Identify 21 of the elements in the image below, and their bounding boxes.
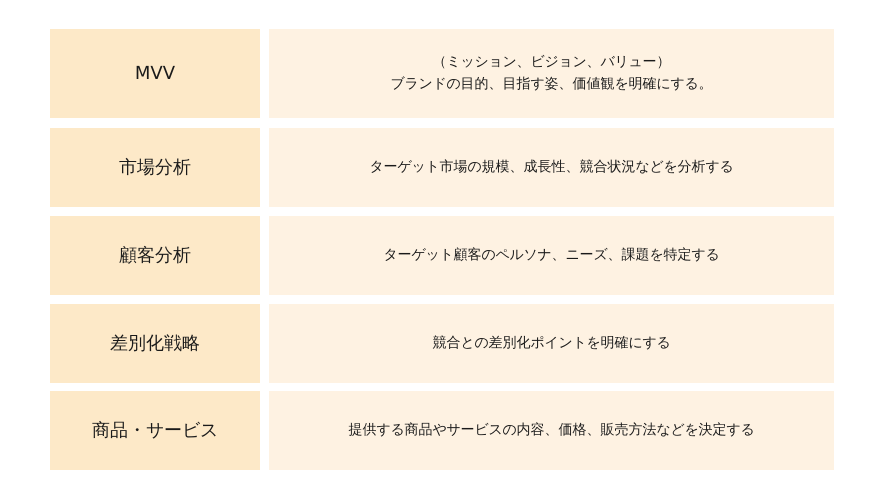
category-label: 顧客分析 [119, 244, 191, 268]
description-text: ターゲット顧客のペルソナ、ニーズ、課題を特定する [384, 246, 720, 265]
description-box [269, 216, 834, 295]
category-label: 商品・サービス [92, 418, 218, 443]
description-text: （ミッション、ビジョン、バリュー） [432, 52, 670, 72]
description-box [269, 304, 834, 383]
category-box [50, 216, 260, 295]
category-box [50, 29, 260, 118]
description-text: ブランドの目的、目指す姿、価値観を明確にする。 [390, 74, 712, 94]
category-label: 差別化戦略 [110, 332, 200, 356]
category-box [50, 304, 260, 383]
description-box [269, 29, 834, 118]
description-text: 競合との差別化ポイントを明確にする [432, 334, 670, 353]
category-box [50, 128, 260, 207]
description-box [269, 128, 834, 207]
description-box [269, 391, 834, 470]
description-text: ターゲット市場の規模、成長性、競合状況などを分析する [370, 158, 734, 177]
category-label: 市場分析 [119, 156, 191, 180]
description-text: 提供する商品やサービスの内容、価格、販売方法などを決定する [348, 420, 754, 440]
category-box [50, 391, 260, 470]
category-label: MVV [134, 62, 176, 86]
